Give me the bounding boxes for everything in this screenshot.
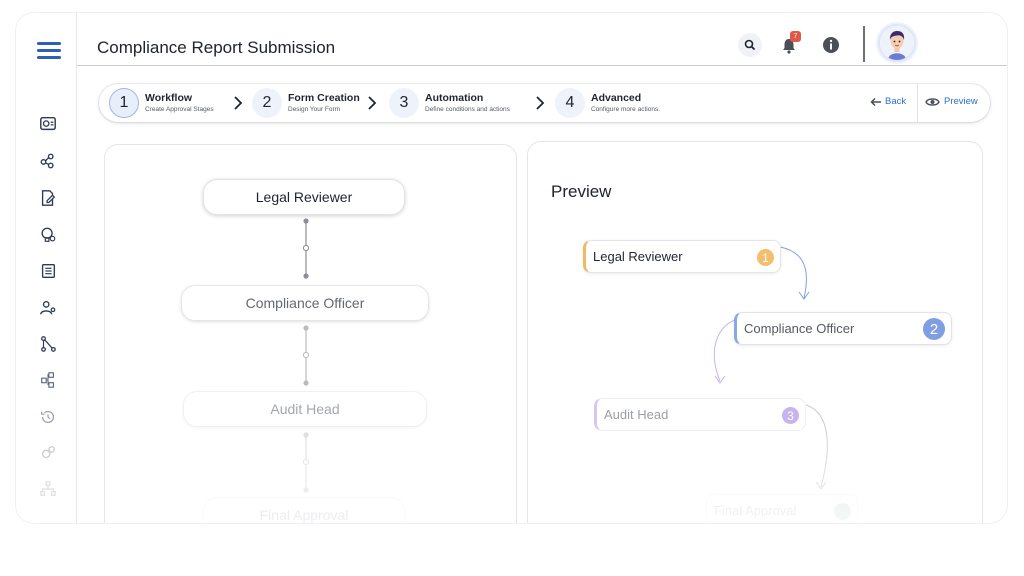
step-title: Workflow [145,92,193,104]
top-header: Compliance Report Submission 7 [77,13,1007,66]
network-icon[interactable] [38,334,58,354]
form-edit-icon[interactable] [38,188,58,208]
step-number: 4 [555,88,585,118]
wizard-stepper: 1 Workflow Create Approval Stages 2 Form… [99,84,990,122]
flow-node-final-approval[interactable]: Final Approval [203,497,405,523]
step-number: 2 [252,88,282,118]
workflow-icon[interactable] [38,151,58,171]
flow-node-audit-head[interactable]: Audit Head [183,391,427,427]
stepper-divider [917,84,918,122]
search-icon[interactable] [738,33,762,57]
back-button[interactable]: Back [870,96,906,107]
preview-node-number: 1 [757,249,774,266]
avatar[interactable] [878,24,916,62]
flow-node-compliance-officer[interactable]: Compliance Officer [181,285,429,321]
page-title: Compliance Report Submission [97,38,336,57]
preview-button[interactable]: Preview [925,96,978,107]
step-title: Automation [425,92,484,104]
dashboard-icon[interactable] [38,114,58,134]
menu-icon[interactable] [37,42,61,60]
history-icon[interactable] [38,407,58,427]
arrow-left-icon [870,97,881,106]
preview-node-number [834,503,851,520]
preview-node-legal-reviewer[interactable]: Legal Reviewer 1 [583,240,781,273]
step-subtitle: Design Your Form [288,106,341,113]
step-number: 1 [109,88,139,118]
back-label: Back [885,96,907,107]
preview-node-number: 3 [782,407,799,424]
step-title: Form Creation [288,92,360,104]
preview-node-label: Final Approval [714,503,797,518]
org-chart-icon[interactable] [38,479,58,499]
user-settings-icon[interactable] [38,298,58,318]
preview-panel: Preview Legal Reviewer 1 Compliance Offi… [527,141,983,523]
settings-bulb-icon[interactable] [38,225,58,245]
eye-icon [925,97,940,106]
step-number: 3 [389,88,419,118]
flow-connector [303,432,309,493]
step-title: Advanced [591,92,642,104]
hierarchy-icon[interactable] [38,370,58,390]
preview-title: Preview [551,182,612,201]
preview-node-number: 2 [923,318,945,340]
workflow-builder-panel: Legal Reviewer Compliance Officer Audit … [104,144,517,523]
preview-node-label: Compliance Officer [744,321,855,336]
notification-badge: 7 [790,31,801,42]
preview-node-label: Audit Head [604,407,669,422]
header-divider [863,26,865,62]
info-icon[interactable] [819,33,843,57]
chevron-right-icon [368,96,377,110]
notification-bell-icon[interactable]: 7 [777,31,801,57]
preview-node-audit-head[interactable]: Audit Head 3 [594,398,806,431]
flow-node-legal-reviewer[interactable]: Legal Reviewer [203,179,405,215]
step-subtitle: Define conditions and actions [425,106,510,113]
preview-node-compliance-officer[interactable]: Compliance Officer 2 [734,312,952,345]
flow-connector [303,218,309,279]
app-window: Compliance Report Submission 7 [16,13,1007,523]
step-subtitle: Create Approval Stages [145,106,214,113]
preview-node-final-approval[interactable]: Final Approval [706,494,858,523]
preview-label: Preview [944,96,978,107]
flow-connector [303,325,309,386]
preview-node-label: Legal Reviewer [593,249,683,264]
chevron-right-icon [234,96,243,110]
document-list-icon[interactable] [38,261,58,281]
chevron-right-icon [536,96,545,110]
gear-cluster-icon[interactable] [38,443,58,463]
step-subtitle: Configure more actions. [591,106,661,113]
sidebar [16,13,77,523]
